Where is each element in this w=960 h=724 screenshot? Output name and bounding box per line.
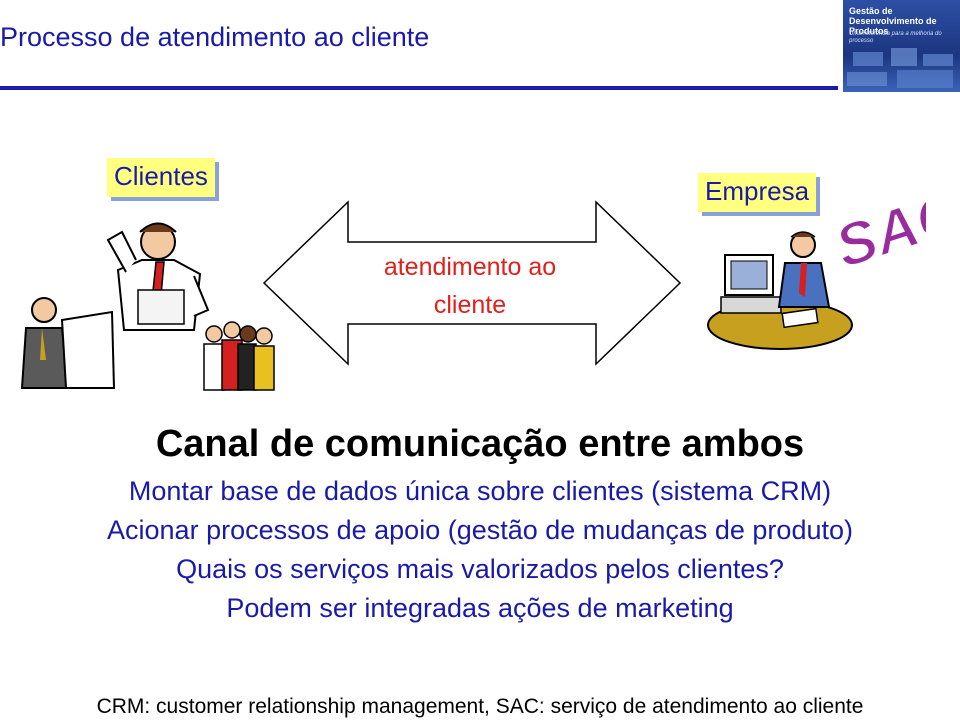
clientes-label: Clientes: [107, 158, 215, 197]
body-line: Podem ser integradas ações de marketing: [226, 593, 734, 623]
double-arrow-shape: [262, 200, 682, 366]
slide-title: Processo de atendimento ao cliente: [0, 22, 430, 52]
footnote: CRM: customer relationship management, S…: [96, 695, 864, 718]
crowd-figure: [203, 321, 275, 391]
logo-line-1: Gestão de: [849, 6, 893, 16]
body-line: Quais os serviços mais valorizados pelos…: [176, 554, 784, 584]
clients-illustration: [20, 222, 275, 391]
logo-pattern: [847, 48, 953, 88]
arrow-label-line-1: atendimento ao: [383, 253, 557, 281]
sac-logo: SAC: [826, 176, 926, 278]
man-with-paper-figure: [20, 297, 116, 389]
logo-title: Gestão de Desenvolvimento de Produtos: [849, 6, 960, 36]
empresa-label: Empresa: [698, 173, 817, 212]
logo-subtitle: Uma referência para a melhoria do proces…: [849, 31, 942, 44]
logo-line-2: Desenvolvimento de Produtos: [849, 16, 937, 36]
main-heading: Canal de comunicação entre ambos: [155, 423, 805, 465]
body-line: Montar base de dados única sobre cliente…: [128, 476, 832, 506]
company-illustration: [707, 231, 853, 350]
body-line: Acionar processos de apoio (gestão de mu…: [107, 515, 853, 545]
book-logo: Gestão de Desenvolvimento de Produtos Um…: [843, 0, 960, 92]
arrow-label: atendimento ao cliente: [345, 248, 595, 324]
stressed-man-figure: [106, 222, 210, 331]
title-underline: [0, 86, 838, 90]
sac-text: SAC: [827, 177, 926, 278]
arrow-label-line-2: cliente: [433, 291, 507, 319]
